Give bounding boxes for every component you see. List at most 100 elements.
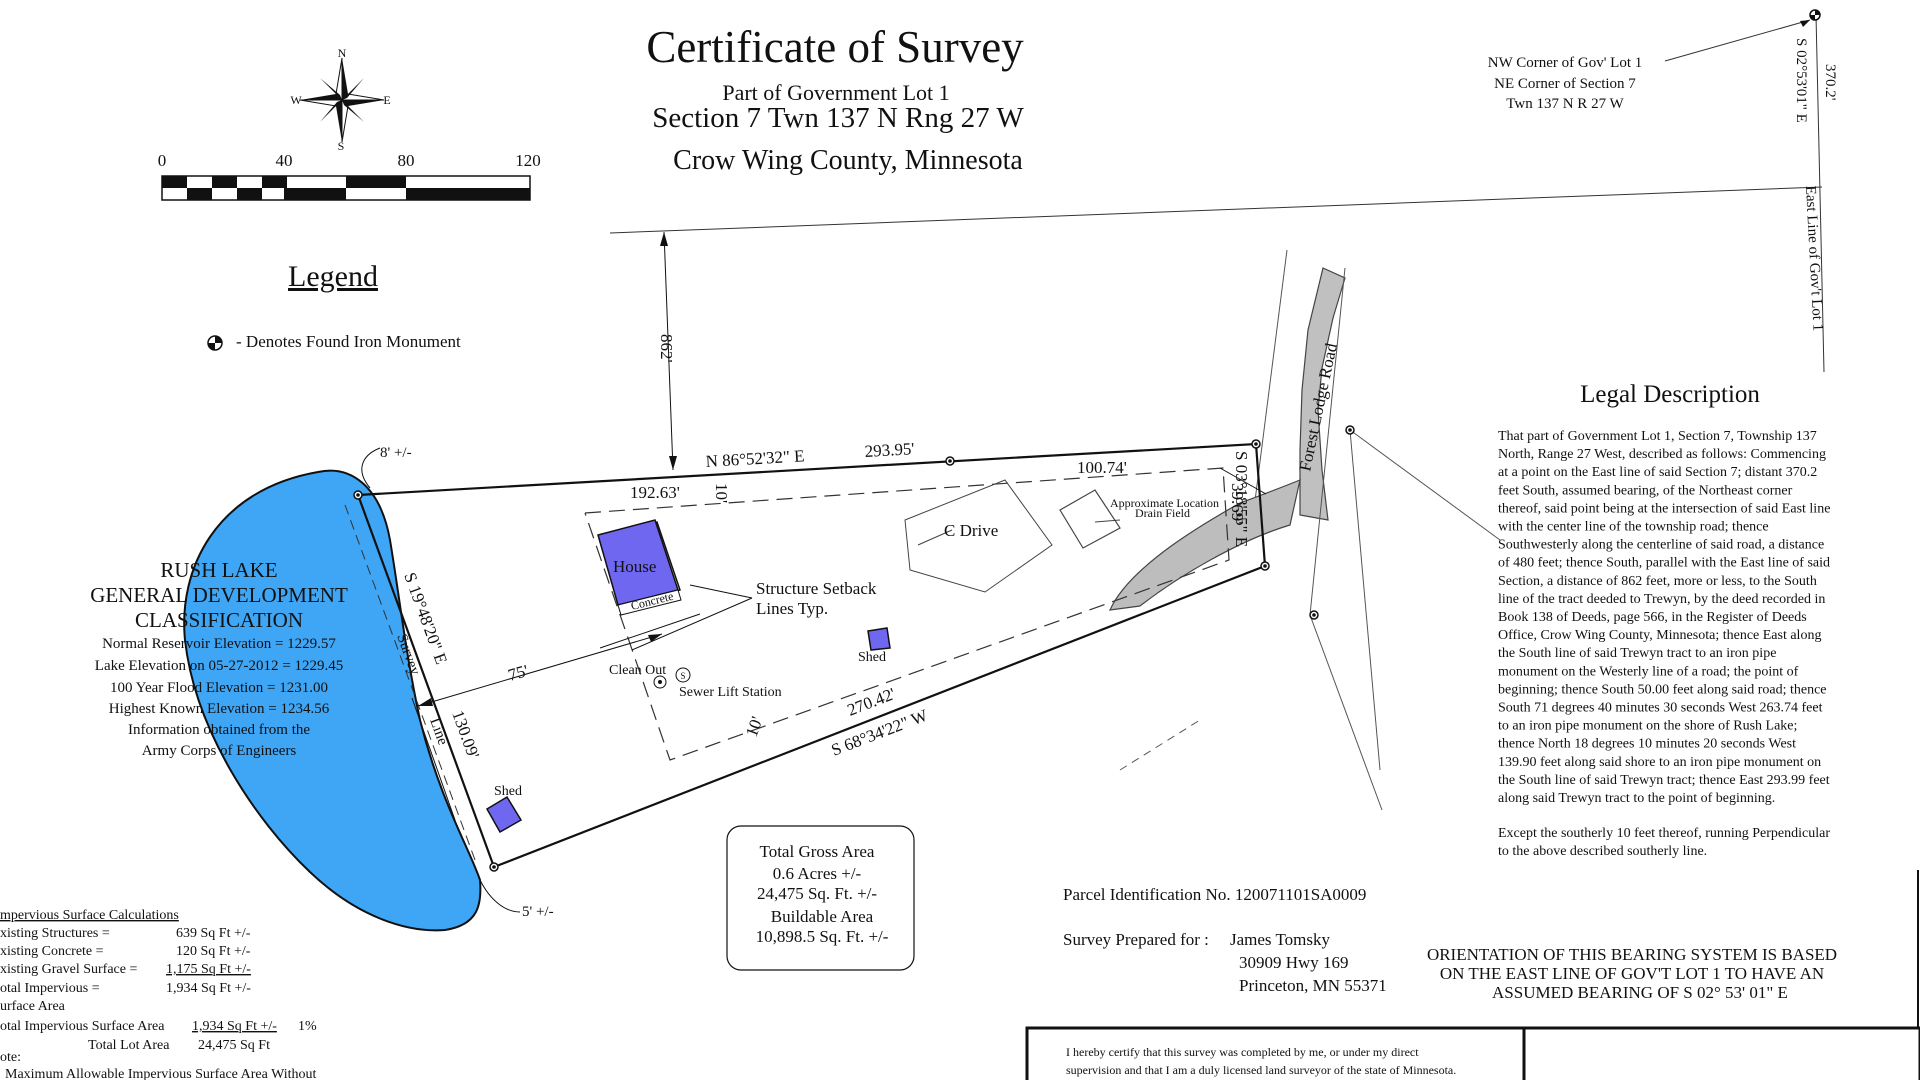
imp-lot-value: 24,475 Sq Ft [198,1038,270,1053]
legal-line: North, Range 27 West, described as follo… [1498,447,1826,462]
lake-shed-structure [485,795,523,834]
imp-total-label: otal Impervious Surface Area [0,1019,165,1034]
legal-line: thereof, said point being at the interse… [1498,501,1830,516]
legal-except-line: to the above described southerly line. [1498,844,1707,859]
orientation-line-2: ON THE EAST LINE OF GOV'T LOT 1 TO HAVE … [1440,964,1824,983]
parcel-id: Parcel Identification No. 120071101SA000… [1063,885,1366,904]
area-line-5: 10,898.5 Sq. Ft. +/- [756,927,889,946]
legal-line: along said Trewyn tract to the point of … [1498,791,1775,806]
sewer-lift-icon: S [675,667,691,683]
imp-note-line: Maximum Allowable Impervious Surface Are… [5,1067,317,1080]
legal-line: monument on the Westerly line of a road;… [1498,664,1799,679]
survey-title: Certificate of Survey [646,22,1024,72]
legal-line: Office, Crow Wing County, Minnesota; the… [1498,628,1821,643]
dim-100-74: 100.74' [1077,458,1127,477]
compass-e-label: E [383,93,390,107]
legal-description: That part of Government Lot 1, Section 7… [1498,429,1830,859]
sw-offset: 5' +/- [522,904,554,920]
concrete-pad [617,589,682,616]
north-dist: 293.95' [864,439,915,461]
house-label: House [613,557,656,576]
north-bearing: N 86°52'32" E [705,446,805,471]
legal-line: thence North 18 degrees 10 minutes 20 se… [1498,737,1796,752]
scale-bar [161,175,531,201]
imp-row-1-label: xisting Structures = [0,926,110,941]
certify-line-2: supervision and that I am a duly license… [1066,1063,1456,1077]
rush-lake [183,469,482,932]
prepared-name: James Tomsky [1230,930,1331,949]
legal-line: Section, a distance of 862 feet, more or… [1498,574,1817,589]
east-dist-top: 370.2' [1822,64,1838,101]
compass-w-label: W [290,93,302,107]
lake-shed-label: Shed [494,784,522,799]
lake-line-5: Information obtained from the [128,722,310,738]
monument-road-icon [1345,425,1355,435]
legal-line: Southwesterly along the centerline of sa… [1498,538,1824,553]
legal-heading: Legal Description [1580,381,1760,408]
forest-lodge-road [1299,267,1346,521]
shed-label: Shed [858,650,886,665]
scale-label-80: 80 [398,151,415,170]
area-line-2: 0.6 Acres +/- [773,864,862,883]
lake-line-6: Army Corps of Engineers [142,743,297,759]
lake-line-2: Lake Elevation on 05-27-2012 = 1229.45 [95,658,343,674]
prepared-addr-1: 30909 Hwy 169 [1239,953,1349,972]
south-bearing: S 68°34'22" W [829,705,931,759]
orientation-line-1: ORIENTATION OF THIS BEARING SYSTEM IS BA… [1427,945,1837,964]
subtitle-section: Section 7 Twn 137 N Rng 27 W [652,102,1024,134]
legend-heading: Legend [288,260,378,293]
legal-line: line of the tract deeded to Trewyn, by t… [1498,592,1825,607]
lake-class-2: CLASSIFICATION [135,608,303,632]
legal-line: the South line of said Trewyn tract to a… [1498,646,1776,661]
east-line-label: East Line of Gov't Lot 1 [1802,185,1826,331]
imp-surface-area: urface Area [0,999,66,1014]
imp-row-3-value: 1,175 Sq Ft +/- [166,962,251,977]
legend-item: - Denotes Found Iron Monument [236,332,461,351]
impervious-heading: mpervious Surface Calculations [0,908,179,923]
orientation-line-3: ASSUMED BEARING OF S 02° 53' 01" E [1492,983,1788,1002]
imp-row-3-label: xisting Gravel Surface = [0,962,137,977]
scale-label-40: 40 [276,151,293,170]
legal-line: beginning; thence South 50.00 feet along… [1498,682,1827,697]
imp-lot-label: Total Lot Area [88,1038,170,1053]
legal-line: to an iron pipe monument on the shore of… [1498,719,1797,734]
lake-line-1: Normal Reservoir Elevation = 1229.57 [102,636,336,652]
iron-monument-icon [207,335,223,351]
cleanout-icon [653,675,667,689]
corner-note-1: NW Corner of Gov' Lot 1 [1488,55,1642,71]
drainfield-label-1: Approximate Location [1110,496,1219,510]
monument-road2-icon [1309,610,1319,620]
lake-class-1: GENERAL DEVELOPMENT [90,583,348,607]
legal-line: South 71 degrees 40 minutes 30 seconds W… [1498,701,1823,716]
sewer-lift-label: Sewer Lift Station [679,685,782,700]
compass-s-label: S [338,139,345,153]
dim-10-top: 10' [712,483,731,503]
dim-10-bottom: 10' [742,714,767,739]
drain-field [1059,489,1121,549]
south-dist: 270.42' [845,684,898,720]
north-arrow-icon [299,57,385,143]
survey-line-2: Line [426,716,451,748]
legal-line: with the center line of the township roa… [1498,520,1769,535]
legal-line: feet South, assumed bearing, of the Nort… [1498,483,1793,498]
legal-line: 139.90 feet along said shore to an iron … [1498,755,1821,770]
nw-offset: 8' +/- [380,445,412,461]
legal-line: the South line of said Trewyn tract; the… [1498,773,1830,788]
corner-note-3: Twn 137 N R 27 W [1506,96,1624,112]
legal-line: of 480 feet; thence South, parallel with… [1498,556,1830,571]
legal-line: at a point on the East line of said Sect… [1498,465,1817,480]
compass-n-label: N [338,46,347,60]
drainfield-label-2: Drain Field [1135,506,1190,520]
drive-label: C Drive [944,521,998,540]
area-line-3: 24,475 Sq. Ft. +/- [757,884,877,903]
monument-sw-icon [489,862,499,872]
certify-line-1: I hereby certify that this survey was co… [1066,1045,1419,1059]
dim-192-63: 192.63' [630,483,680,502]
dim-862: 862' [657,334,676,363]
east-bearing: S 03°18'55" E [1232,451,1251,547]
subtitle-lot: Part of Government Lot 1 [722,80,949,105]
east-dist: 39.69' [1228,483,1247,524]
prepared-addr-2: Princeton, MN 55371 [1239,976,1387,995]
